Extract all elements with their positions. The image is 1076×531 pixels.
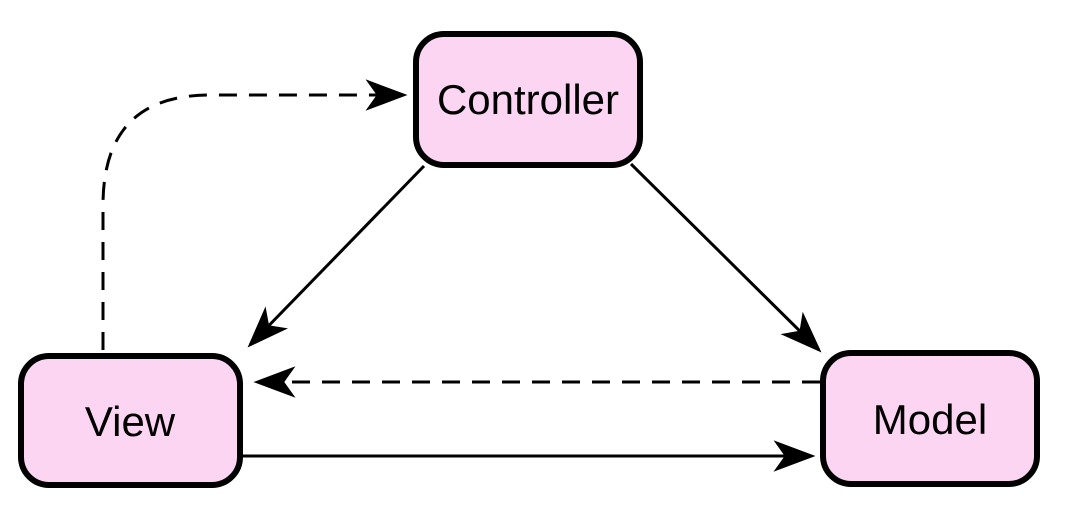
- node-controller-label: Controller: [437, 76, 619, 123]
- node-view-label: View: [85, 398, 176, 445]
- node-view: View: [18, 353, 243, 488]
- node-model-box: [820, 350, 1040, 487]
- node-view-box: [18, 353, 243, 488]
- node-model-label: Model: [873, 396, 987, 443]
- edge-controller-to-model-solid: [629, 162, 822, 353]
- edge-controller-to-view-solid: [247, 164, 426, 348]
- node-controller-box: [413, 31, 643, 168]
- node-model: Model: [820, 350, 1040, 487]
- edge-view-to-controller-dashed: [101, 79, 408, 350]
- node-controller: Controller: [413, 31, 643, 168]
